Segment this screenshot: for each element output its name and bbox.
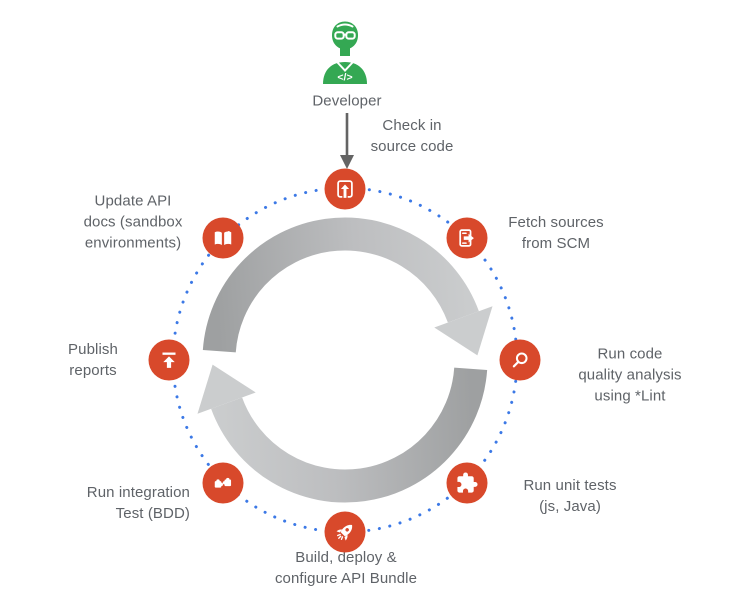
label-line: Update API [94,192,172,210]
publish-icon [162,352,176,368]
api-docs-book-icon [214,231,232,245]
label-line: source code [370,138,454,155]
label-line: from SCM [521,235,591,252]
label-line: Fetch sources [508,214,604,231]
label-line: Publish [68,341,118,358]
fetch-sources-icon [459,229,474,247]
label-line: environments) [84,234,182,252]
label-line: reports [69,362,117,379]
step-update-api-docs [202,217,244,259]
label-line: Build, deploy & [295,549,397,566]
step-integration-tests [202,462,244,504]
step-check-in-source [324,168,366,210]
label-line: Test (BDD) [115,505,190,522]
cycle-arrows [197,217,493,503]
label-update-api-docs: Update API docs (sandbox environments) [84,191,183,254]
code-checkin-icon [337,180,353,198]
step-unit-tests [446,462,488,504]
label-integration-tests: Run integration Test (BDD) [87,482,190,524]
label-line: Check in [382,117,442,134]
cycle-arrow-top-head [434,306,493,356]
label-build-deploy: Build, deploy & configure API Bundle [275,547,417,589]
label-line: Run unit tests [523,477,617,494]
step-code-quality [499,339,541,381]
label-line: docs (sandbox [83,213,183,231]
cycle-arrow-bottom-arc [211,367,488,503]
developer-avatar: </> [323,21,367,84]
label-unit-tests: Run unit tests (js, Java) [523,475,616,517]
checkin-flow-arrow [340,113,354,169]
label-line: Developer [312,92,382,110]
cycle-arrow-top-arc [202,217,479,353]
search-icon [512,352,528,368]
step-fetch-scm [446,217,488,259]
label-line: using *Lint [594,387,666,405]
developer-chest-code-text: </> [337,72,352,84]
label-line: Run code [597,345,663,363]
label-line: configure API Bundle [274,570,418,587]
developer-label: Developer [312,91,381,112]
label-line: (js, Java) [539,498,601,515]
step-build-deploy [324,511,366,553]
label-fetch-sources: Fetch sources from SCM [508,212,604,254]
unit-test-puzzle-icon [457,472,478,493]
integration-puzzle-icon [214,477,232,488]
label-publish-reports: Publish reports [68,339,118,381]
cycle-arrow-bottom-head [197,364,256,414]
rocket-icon [336,524,353,541]
label-line: Run integration [86,484,190,501]
label-line: quality analysis [578,366,682,384]
step-publish-reports [148,339,190,381]
checkin-note: Check in source code [371,115,454,157]
label-code-quality: Run code quality analysis using *Lint [578,344,681,407]
